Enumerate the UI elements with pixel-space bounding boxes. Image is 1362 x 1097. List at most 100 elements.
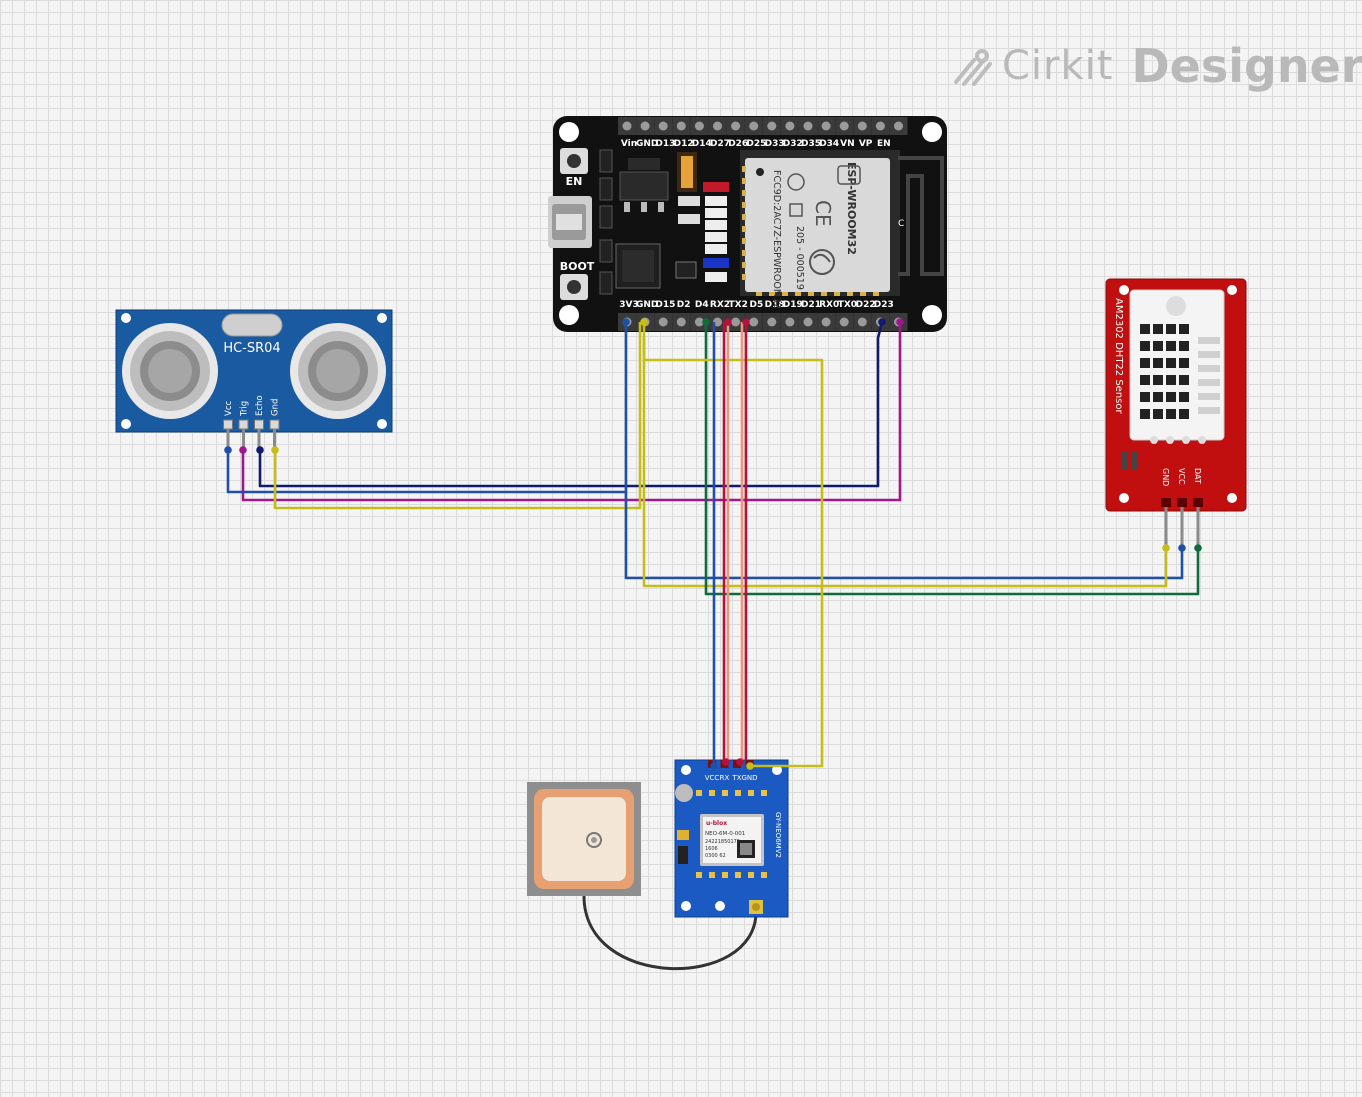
chip-line3: 0300 62 bbox=[705, 853, 726, 859]
esp32-bottom-header bbox=[618, 313, 908, 331]
header-pin-hole bbox=[857, 317, 867, 327]
wifi-logo-icon bbox=[837, 165, 861, 185]
wire[interactable] bbox=[226, 450, 626, 494]
transducer-right bbox=[290, 323, 386, 419]
hc-sr04-pin-label: Echo bbox=[255, 395, 265, 416]
wire-endpoint[interactable] bbox=[722, 758, 730, 766]
espressif-logo-icon bbox=[809, 249, 835, 275]
gps-patch-antenna[interactable] bbox=[527, 782, 641, 896]
wire-endpoint[interactable] bbox=[640, 318, 648, 326]
header-pin-hole bbox=[694, 317, 704, 327]
crystal-oscillator bbox=[221, 313, 283, 337]
gps-board-name: GY-NEO6MV2 bbox=[774, 812, 782, 858]
r-mark-icon bbox=[789, 203, 803, 217]
wire[interactable] bbox=[273, 322, 642, 510]
esp32-top-pin-label: EN bbox=[877, 139, 891, 149]
header-pin-hole bbox=[640, 121, 650, 131]
esp32-bottom-pin-label: TX0 bbox=[838, 300, 857, 310]
cirkit-designer-logo: Cirkit Designer bbox=[952, 36, 1362, 96]
header-pin-hole bbox=[875, 121, 885, 131]
header-pin-hole bbox=[803, 317, 813, 327]
wire[interactable] bbox=[704, 322, 1200, 596]
hc-sr04-pin[interactable] bbox=[238, 419, 249, 430]
dht22-pin[interactable] bbox=[1193, 498, 1203, 507]
esp32-top-pin-label: Vin bbox=[621, 139, 637, 149]
header-pin-hole bbox=[694, 121, 704, 131]
esp32-bottom-pin-label: GND bbox=[636, 300, 658, 310]
chip-line2: 1606 bbox=[705, 846, 718, 852]
transducer-left bbox=[122, 323, 218, 419]
chip-brand: u-blox bbox=[706, 820, 727, 827]
pcb-antenna: C bbox=[898, 156, 944, 276]
hc-sr04-title: HC-SR04 bbox=[223, 341, 280, 356]
dht22-pin-label: VCC bbox=[1177, 468, 1186, 485]
gps-pin-label: GND bbox=[741, 774, 757, 782]
wire-endpoint[interactable] bbox=[224, 446, 232, 454]
smd-components bbox=[599, 149, 729, 295]
wire-endpoint[interactable] bbox=[702, 318, 710, 326]
cirkit-logo-icon bbox=[954, 49, 992, 86]
u-fl-connector bbox=[749, 900, 763, 914]
header-pin-hole bbox=[894, 121, 903, 131]
wire-endpoint[interactable] bbox=[742, 318, 750, 326]
wires[interactable] bbox=[224, 318, 1202, 770]
wire-endpoint[interactable] bbox=[239, 446, 247, 454]
dht22-pin[interactable] bbox=[1161, 498, 1171, 507]
header-pin-hole bbox=[785, 317, 795, 327]
wire-endpoint[interactable] bbox=[271, 446, 279, 454]
antenna-cable bbox=[582, 895, 758, 971]
esp32-top-pin-label: GND bbox=[636, 139, 658, 149]
module-code-label: 205 - 000519 bbox=[794, 226, 805, 290]
header-pin-hole bbox=[658, 317, 668, 327]
boot-button[interactable] bbox=[560, 274, 588, 300]
wire[interactable] bbox=[642, 322, 1168, 588]
wire-endpoint[interactable] bbox=[1194, 544, 1202, 552]
esp32-bottom-pin-label: TX2 bbox=[729, 300, 748, 310]
wire-endpoint[interactable] bbox=[724, 318, 732, 326]
gps-neo6m-module[interactable]: u-blox NEO-6M-0-001 24221850179 1606 030… bbox=[674, 759, 789, 918]
wire-endpoint[interactable] bbox=[736, 758, 744, 766]
backup-battery bbox=[675, 784, 693, 802]
esp32-top-pin-label: D32 bbox=[783, 139, 803, 149]
hc-sr04-pin-label: Trig bbox=[240, 401, 250, 417]
wire-endpoint[interactable] bbox=[1162, 544, 1170, 552]
ce-mark-icon: CE bbox=[811, 200, 835, 227]
hc-sr04-pin[interactable] bbox=[254, 419, 264, 430]
antenna-mark-label: C bbox=[898, 219, 904, 229]
wire-endpoint[interactable] bbox=[622, 318, 630, 326]
dht22-pin[interactable] bbox=[1177, 498, 1187, 507]
wire-endpoint[interactable] bbox=[256, 446, 264, 454]
wire-endpoint[interactable] bbox=[710, 762, 718, 770]
hc-sr04-pin[interactable] bbox=[223, 419, 233, 430]
wire[interactable] bbox=[624, 322, 1184, 580]
wire-endpoint[interactable] bbox=[896, 318, 904, 326]
wire[interactable] bbox=[241, 322, 902, 502]
wire-endpoint[interactable] bbox=[746, 762, 754, 770]
hc-sr04-pin[interactable] bbox=[269, 419, 280, 430]
wire[interactable] bbox=[258, 321, 884, 488]
module-name-label: ESP-WROOM32 bbox=[845, 162, 858, 255]
module-fcc-label: FCC9D:2AC7Z-ESPWROOM32 bbox=[771, 170, 782, 309]
dht22-pin-label: GND bbox=[1161, 468, 1170, 486]
header-pin-hole bbox=[676, 317, 686, 327]
esp32-top-pin-label: D25 bbox=[746, 139, 766, 149]
wire-endpoint[interactable] bbox=[1178, 544, 1186, 552]
wire[interactable] bbox=[642, 336, 824, 768]
en-button[interactable] bbox=[560, 148, 588, 174]
gps-pin-label: RX bbox=[720, 774, 730, 782]
header-pin-hole bbox=[658, 121, 668, 131]
dht22-pins bbox=[1161, 498, 1203, 546]
chip-line1: 24221850179 bbox=[705, 839, 740, 845]
header-pin-hole bbox=[676, 121, 686, 131]
header-pin-hole bbox=[767, 121, 777, 131]
esp32-bottom-pin-label: D21 bbox=[801, 300, 821, 310]
esp32-bottom-pin-label: D18 bbox=[765, 300, 785, 310]
wire-endpoint[interactable] bbox=[878, 318, 886, 326]
dht22-housing bbox=[1129, 289, 1225, 444]
header-pin-hole bbox=[785, 121, 795, 131]
